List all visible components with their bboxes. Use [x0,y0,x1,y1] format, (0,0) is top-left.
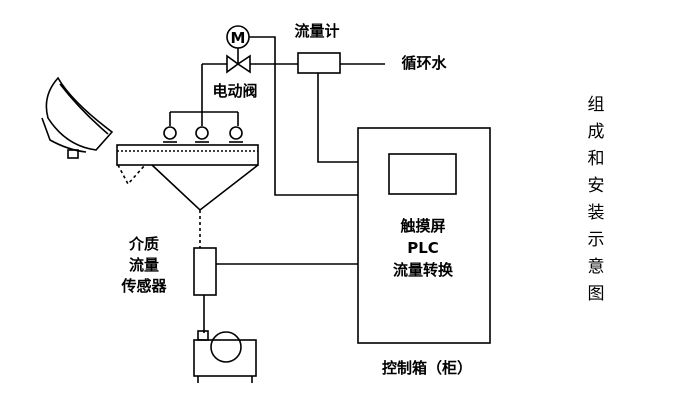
panel-label-plc: PLC [407,239,439,257]
side-title-char: 安 [587,176,605,196]
nozzle-3 [229,126,243,140]
side-title-char: 和 [587,149,605,169]
settling-tank [116,144,259,212]
nozzle-1 [163,126,177,140]
panel-label-flow-conversion: 流量转换 [393,261,454,279]
side-title: 组 成 和 安 装 示 意 图 [583,92,609,308]
sensor-label-line-3: 传感器 [120,277,167,295]
spray-nozzles [163,111,243,143]
panel-label-touchscreen: 触摸屏 [400,217,445,235]
cyclone-equipment [41,76,114,159]
flowmeter-box [297,52,341,74]
motor-label: M [231,29,246,47]
control-box [357,127,491,344]
side-title-char: 意 [587,257,605,277]
touch-screen [388,153,457,195]
side-title-char: 组 [587,95,605,115]
pump-skid [193,330,257,383]
side-title-char: 装 [587,203,605,223]
side-title-char: 图 [587,284,605,304]
side-title-char: 成 [587,122,605,142]
control-box-label: 控制箱（柜） [382,359,472,377]
signal-wires [216,36,358,265]
side-title-char: 示 [587,230,605,250]
water-pipe [201,63,385,112]
nozzle-2 [195,126,209,140]
circulating-water-label: 循环水 [401,54,447,72]
sensor-label-line-1: 介质 [128,235,159,253]
electric-valve-label: 电动阀 [212,82,257,100]
sensor-label-line-2: 流量 [129,256,159,274]
medium-flow-sensor [193,210,217,333]
flowmeter-label: 流量计 [294,22,339,40]
